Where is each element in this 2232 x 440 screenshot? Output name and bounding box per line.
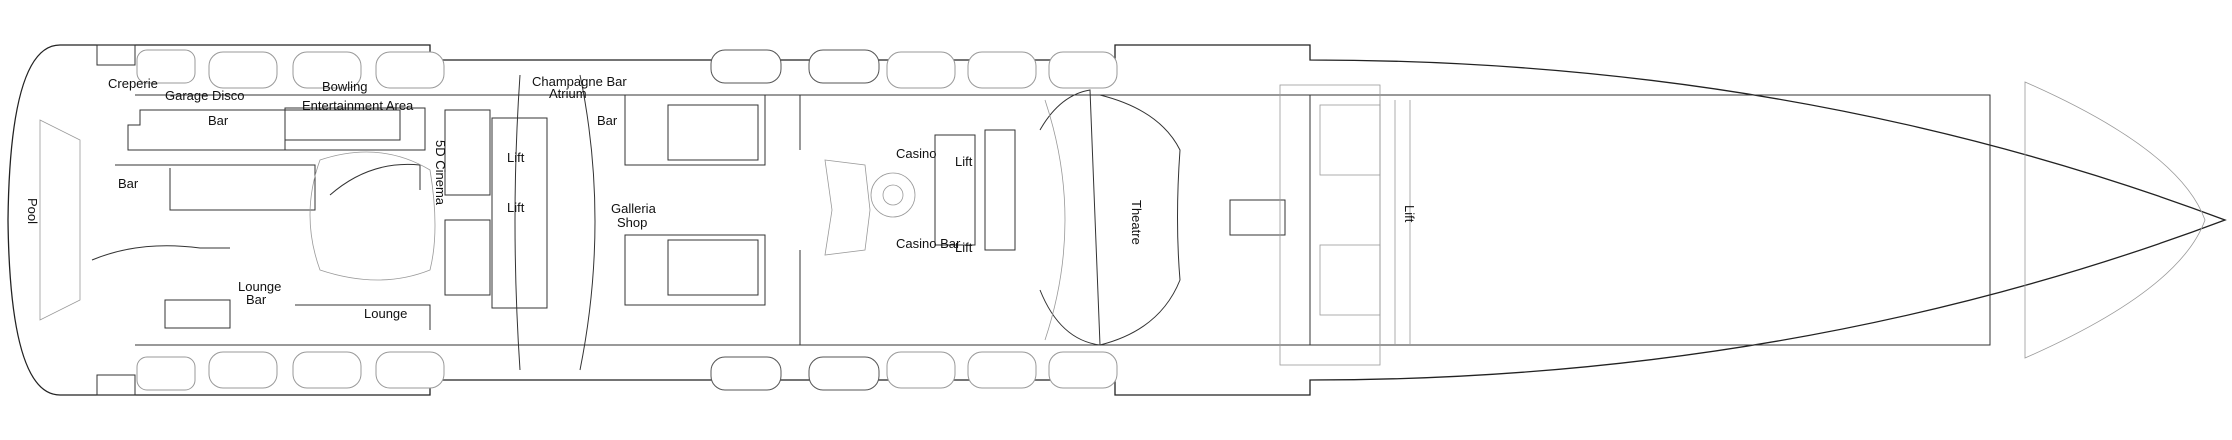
label-lift-3: Lift [955, 154, 973, 169]
label-lift-1: Lift [507, 150, 525, 165]
label-casino-bar: Casino Bar [896, 236, 961, 251]
label-galleria: Galleria [611, 201, 657, 216]
label-creperie: Creperie [108, 76, 158, 91]
label-lounge: Lounge [364, 306, 407, 321]
label-theatre: Theatre [1129, 200, 1144, 245]
label-lift-2: Lift [507, 200, 525, 215]
stair-aft-bottom [96, 374, 136, 396]
label-champagne-bar: Champagne Bar [532, 74, 627, 89]
lifeboats-top [136, 49, 1118, 89]
label-atrium: Atrium [549, 86, 587, 101]
rooms [39, 74, 1411, 371]
label-lift-5: Lift [1402, 205, 1417, 223]
label-lift-4: Lift [955, 240, 973, 255]
label-entertainment-area: Entertainment Area [302, 98, 414, 113]
label-lounge-bar-2: Bar [246, 292, 267, 307]
label-pool: Pool [25, 198, 40, 224]
label-5d-cinema: 5D Cinema [433, 140, 448, 206]
label-bowling: Bowling [322, 79, 368, 94]
label-casino: Casino [896, 146, 936, 161]
bow-inner [2024, 81, 2206, 359]
hull-outline [7, 44, 2227, 396]
stair-aft-top [96, 44, 136, 66]
deck-inner-edge [135, 94, 1991, 346]
label-garage-disco: Garage Disco [165, 88, 244, 103]
label-bar-pool: Bar [118, 176, 139, 191]
label-bar-atrium: Bar [597, 113, 618, 128]
label-shop: Shop [617, 215, 647, 230]
lifeboats-bottom [136, 351, 1118, 391]
label-bar-disco: Bar [208, 113, 229, 128]
label-lounge-bar-1: Lounge [238, 279, 281, 294]
